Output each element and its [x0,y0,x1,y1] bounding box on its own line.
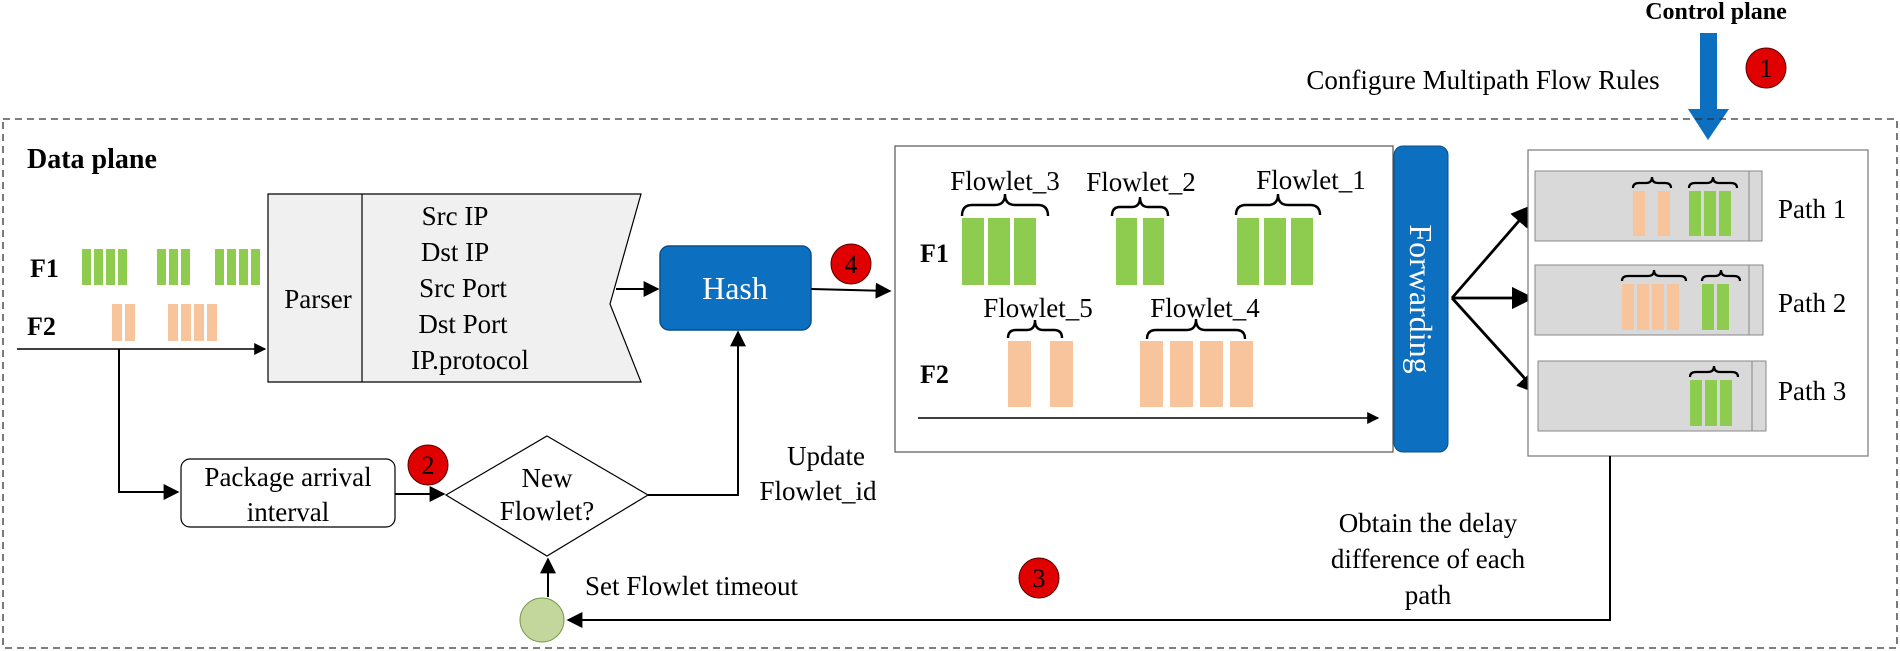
f1-flowlet-packets [962,218,1313,285]
forwarding-arrows [1450,204,1540,395]
delay-line2: difference of each [1331,544,1526,574]
parser-field-ip-protocol: IP.protocol [411,345,529,375]
svg-text:4: 4 [845,250,858,279]
forwarding-label: Forwarding [1403,224,1439,373]
decision-line2: Flowlet? [500,496,595,526]
arrival-label-line2: interval [247,497,329,527]
flowlet-1-label: Flowlet_1 [1256,165,1366,195]
new-flowlet-decision [444,435,650,557]
arrival-label-line1: Package arrival [204,462,371,492]
delay-feedback-arrow [566,456,1611,628]
parser-label: Parser [284,284,351,314]
f2-flowlet-packets [1008,341,1253,407]
timeout-label: Set Flowlet timeout [585,571,798,601]
path-braces [1620,176,1742,378]
control-plane-arrow [1688,33,1729,140]
path-2-label: Path 2 [1778,288,1846,318]
f1-input-packets [82,249,260,285]
data-plane-label: Data plane [27,144,157,175]
update-line2: Flowlet_id [759,476,877,506]
flowlet-2-label: Flowlet_2 [1086,167,1196,197]
decision-line1: New [522,463,573,493]
parser-field-dst-port: Dst Port [418,309,508,339]
flowlet-braces [960,193,1322,340]
forwarding-bar [1393,145,1449,453]
input-to-arrival-arrow [118,349,180,500]
flowlet-box-f1-label: F1 [920,239,949,268]
timer-circle [519,597,565,643]
multipath-rules-label: Configure Multipath Flow Rules [1306,65,1659,95]
step-3-badge: 3 [1018,557,1060,599]
update-line1: Update [787,441,865,471]
path-1-label: Path 1 [1778,194,1846,224]
parser-box [267,193,642,383]
step-1-badge: 1 [1745,47,1787,89]
decision-to-hash-arrow [648,330,746,496]
svg-text:2: 2 [422,451,435,480]
delay-line3: path [1405,580,1452,610]
step-2-badge: 2 [407,444,449,486]
hash-box [659,245,812,331]
svg-text:1: 1 [1760,54,1773,83]
flowlet-4-label: Flowlet_4 [1150,293,1260,323]
hash-label: Hash [702,270,768,306]
path-3-label: Path 3 [1778,376,1846,406]
delay-line1: Obtain the delay [1339,508,1518,538]
flow-f2-label: F2 [27,312,56,341]
flowlet-3-label: Flowlet_3 [950,166,1060,196]
control-plane-label: Control plane [1645,0,1787,25]
parser-field-src-port: Src Port [419,273,507,303]
hash-to-flowlets-arrow [810,282,892,299]
flowlet-box-f2-label: F2 [920,360,949,389]
svg-text:3: 3 [1033,564,1046,593]
flow-f1-label: F1 [30,254,59,283]
parser-field-src-ip: Src IP [422,201,489,231]
step-4-badge: 4 [830,243,872,285]
parser-field-dst-ip: Dst IP [421,237,489,267]
f2-input-packets [112,304,217,341]
flowlet-5-label: Flowlet_5 [983,293,1093,323]
